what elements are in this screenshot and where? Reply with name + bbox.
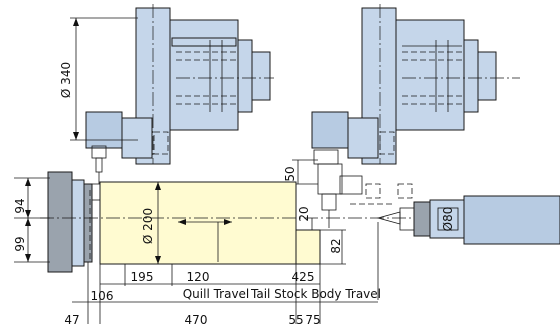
label-120: 120 <box>187 270 210 284</box>
dimension-d80: Ø80 <box>437 207 459 232</box>
right-spindle-head <box>311 4 520 228</box>
label-47: 47 <box>64 313 79 324</box>
label-106: 106 <box>91 289 114 303</box>
label-d200: Ø 200 <box>141 208 155 244</box>
label-94: 94 <box>13 198 27 213</box>
label-470: 470 <box>185 313 208 324</box>
dimension-20: 20 <box>297 206 313 230</box>
label-99: 99 <box>13 236 27 251</box>
quill-travel-arrow <box>178 219 232 262</box>
label-d340: Ø 340 <box>59 62 73 98</box>
label-quill-travel: Quill Travel <box>183 287 250 301</box>
label-d80: Ø80 <box>441 207 455 232</box>
dimension-50: 50 <box>283 159 318 185</box>
label-tailstock-travel: Tail Stock Body Travel <box>250 287 381 301</box>
left-spindle-head <box>85 4 274 184</box>
horizontal-dims: 195 120 425 106 Quill Travel Tail Stock … <box>64 222 381 324</box>
dimension-d200: Ø 200 <box>141 182 161 264</box>
tailstock <box>350 195 560 245</box>
workpiece <box>99 181 321 265</box>
label-50: 50 <box>283 166 297 181</box>
dimension-d340: Ø 340 <box>59 17 138 141</box>
label-75: 75 <box>305 313 320 324</box>
label-20: 20 <box>297 206 311 221</box>
label-55: 55 <box>288 313 303 324</box>
label-195: 195 <box>131 270 154 284</box>
label-82: 82 <box>329 238 343 253</box>
headstock-chuck <box>47 171 137 273</box>
dimension-94-99: 94 99 <box>13 177 50 263</box>
label-425: 425 <box>292 270 315 284</box>
dimension-82: 82 <box>320 229 346 265</box>
